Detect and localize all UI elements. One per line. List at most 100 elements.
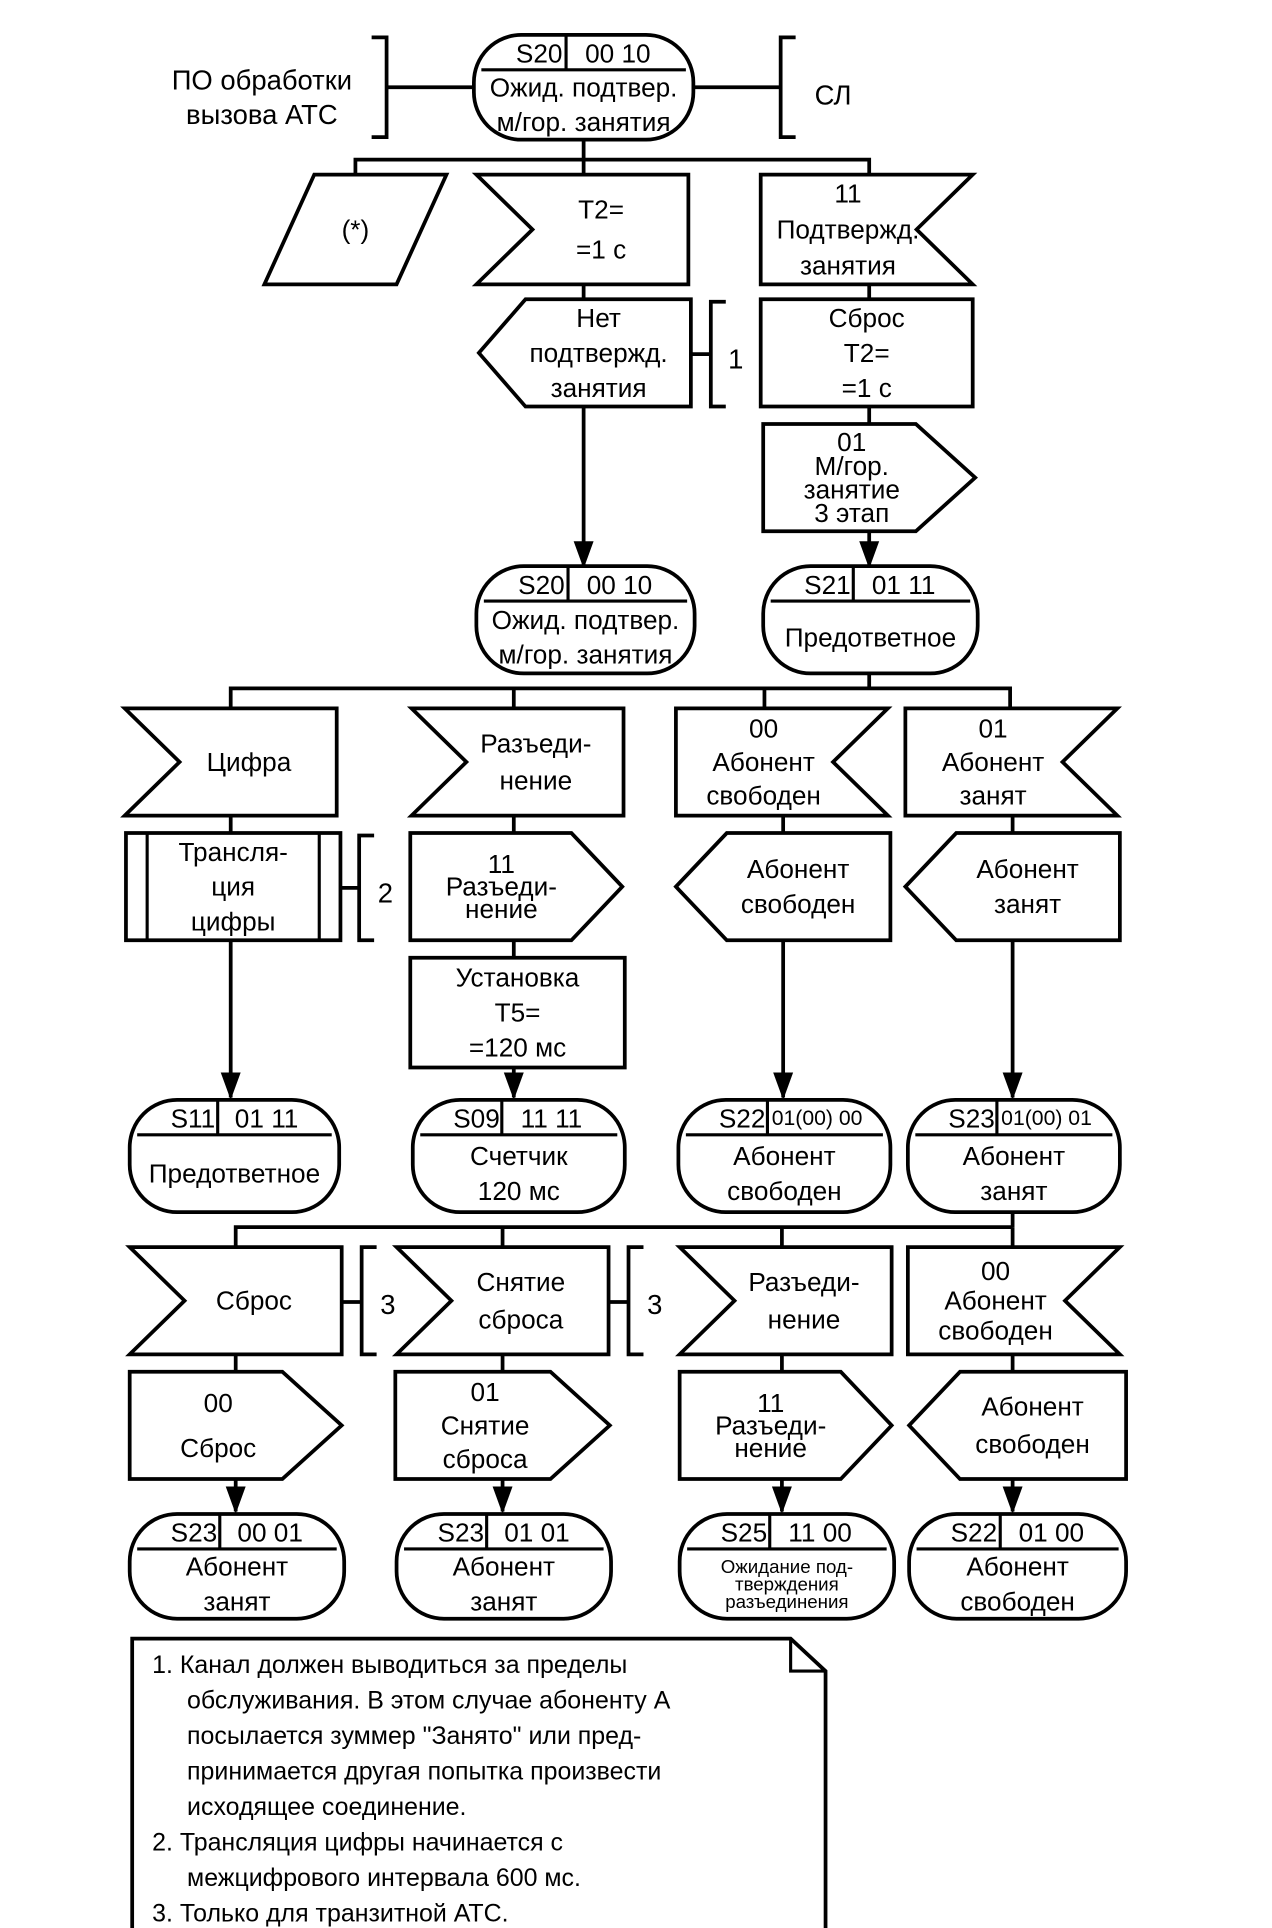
t2-timeout-input-signal-symbol — [471, 172, 691, 287]
no-confirm-label: Нет — [576, 303, 621, 333]
state-s21 — [761, 564, 980, 676]
state-id: S23 — [171, 1518, 218, 1548]
arrowhead — [225, 1486, 246, 1514]
arrowhead — [1002, 1072, 1023, 1100]
state-name: м/гор. занятия — [497, 107, 671, 137]
disc-out-2-label: Разъеди- — [715, 1410, 826, 1440]
arrowhead — [859, 541, 880, 569]
unreset-out-output-signal-symbol — [393, 1369, 613, 1481]
right-bracket — [778, 35, 796, 140]
free-in-2-label: свободен — [938, 1316, 1053, 1346]
state-id: S11 — [171, 1104, 216, 1134]
arrowhead — [1002, 1486, 1023, 1514]
state-name: тверждения — [735, 1573, 839, 1594]
disc-out-2-output-signal-symbol — [677, 1369, 895, 1481]
state-code: 01 01 — [504, 1518, 569, 1548]
free-in-2-input-signal-symbol — [905, 1245, 1125, 1357]
busy-in-label: Абонент — [942, 747, 1044, 777]
free-in-2-label: Абонент — [944, 1286, 1046, 1316]
reset-t2-task-symbol — [758, 297, 975, 409]
state-name: занят — [980, 1176, 1047, 1206]
set-t5-label: =120 мс — [469, 1033, 566, 1063]
state-name: разъединения — [725, 1591, 848, 1612]
state-name: свободен — [727, 1176, 842, 1206]
state-name: Абонент — [453, 1551, 555, 1581]
state-s23-a — [905, 1098, 1122, 1215]
note-line: 3. Только для транзитной АТС. — [152, 1900, 508, 1928]
arrowhead — [503, 1072, 524, 1100]
disc-out-2-label: 11 — [757, 1388, 784, 1418]
footnote-bracket-3b — [626, 1245, 644, 1357]
digit-in-input-signal-symbol — [120, 706, 339, 818]
free-in-1-label: 00 — [749, 713, 778, 743]
set-t5-task-symbol — [408, 955, 627, 1070]
state-s23-c — [394, 1512, 613, 1621]
state-code: 01(00) 00 — [772, 1107, 863, 1130]
confirm-in-label: занятия — [800, 251, 896, 281]
state-code: 01 11 — [235, 1104, 299, 1134]
state-s20-mid — [474, 564, 697, 676]
state-s25 — [677, 1512, 897, 1621]
disc-in-2-input-signal-symbol — [675, 1245, 894, 1357]
t2-timeout-label: T2= — [578, 195, 624, 225]
free-in-1-label: Абонент — [712, 747, 814, 777]
branch-bus-1 — [353, 157, 872, 175]
free-in-2-label: 00 — [981, 1256, 1010, 1286]
busy-in-input-signal-symbol — [903, 706, 1122, 818]
state-name: Абонент — [186, 1551, 288, 1581]
unreset-out-label: 01 — [471, 1377, 500, 1407]
digit-xlate-label: Трансля- — [179, 837, 288, 867]
disc-out-2-label: нение — [734, 1433, 807, 1463]
arrowhead — [492, 1486, 513, 1514]
star-data-symbol — [261, 172, 450, 287]
disc-out-1-label: 11 — [488, 849, 515, 879]
env-label-right: СЛ — [815, 79, 852, 110]
reset-out-label: Сброс — [180, 1433, 256, 1463]
busy-out-label: Абонент — [976, 854, 1078, 884]
free-in-1-label: свободен — [706, 781, 821, 811]
unreset-in-label: сброса — [478, 1304, 563, 1334]
busy-out-output-signal-symbol — [902, 831, 1122, 943]
branch-bus-2 — [228, 686, 1012, 709]
state-s23-b — [127, 1512, 347, 1621]
note-line: посылается зуммер "Занято" или пред- — [187, 1722, 641, 1750]
disc-in-1-label: Разъеди- — [480, 728, 591, 758]
note-line: исходящее соединение. — [187, 1793, 466, 1821]
free-in-1-input-signal-symbol — [674, 706, 893, 818]
busy-out-label: занят — [994, 889, 1061, 919]
digit-xlate-procedure-symbol — [124, 831, 343, 943]
seize-out-output-signal-symbol — [761, 422, 978, 534]
disc-in-2-label: нение — [768, 1304, 841, 1334]
disc-out-1-label: нение — [465, 894, 538, 924]
state-name: Абонент — [966, 1551, 1068, 1581]
arrowhead — [220, 1072, 241, 1100]
free-out-2-label: свободен — [975, 1429, 1090, 1459]
diagram-shapes — [120, 33, 1128, 1928]
unreset-out-label: Снятие — [441, 1410, 530, 1440]
reset-in-label: Сброс — [216, 1286, 292, 1316]
state-name: Счетчик — [470, 1141, 568, 1171]
disc-out-1-output-signal-symbol — [408, 831, 625, 943]
reset-t2-label: =1 с — [842, 373, 892, 403]
state-name: Предответное — [785, 622, 956, 652]
no-confirm-label: занятия — [551, 373, 647, 403]
disc-in-1-label: нение — [499, 766, 572, 796]
reset-out-label: 00 — [204, 1388, 233, 1418]
note-line: 2. Трансляция цифры начинается с — [152, 1829, 563, 1857]
unreset-in-label: Снятие — [477, 1267, 566, 1297]
footnote-mark: 1 — [728, 344, 743, 375]
state-s11 — [127, 1098, 342, 1215]
state-code: 11 00 — [788, 1518, 852, 1548]
footnote-mark: 3 — [647, 1289, 662, 1320]
free-out-2-output-signal-symbol — [906, 1369, 1128, 1481]
disc-in-2-label: Разъеди- — [748, 1267, 859, 1297]
state-code: 00 10 — [585, 39, 650, 69]
t2-timeout-label: =1 с — [576, 234, 626, 264]
state-name: Абонент — [733, 1141, 835, 1171]
unreset-in-input-signal-symbol — [391, 1245, 611, 1357]
unreset-out-label: сброса — [443, 1444, 528, 1474]
free-out-1-label: свободен — [741, 889, 856, 919]
state-id: S22 — [951, 1518, 998, 1548]
branch-bus-3 — [233, 1225, 1013, 1248]
